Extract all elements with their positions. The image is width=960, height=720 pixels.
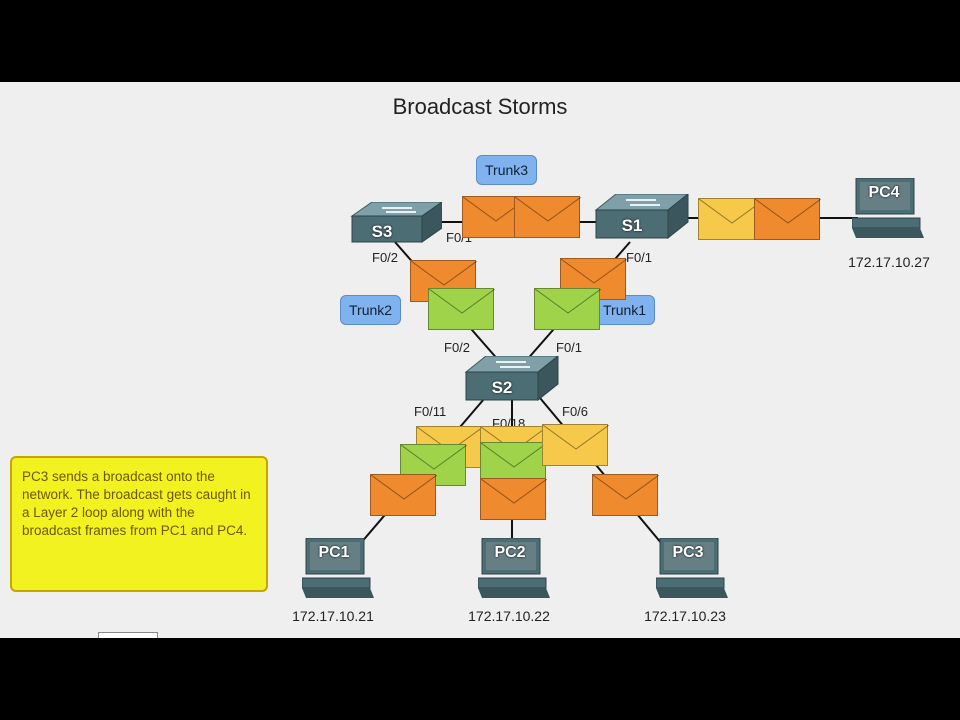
switch-label: S1 — [621, 216, 643, 235]
envelope-icon — [428, 288, 495, 330]
port-label: F0/1 — [556, 340, 583, 355]
envelope-icon — [754, 198, 821, 240]
computer-icon — [655, 537, 728, 598]
envelope-icon — [592, 474, 659, 516]
switch-label: S2 — [491, 378, 513, 397]
switch-icon — [464, 354, 560, 402]
switch-s2: S2 — [462, 354, 562, 402]
switch-icon — [350, 201, 444, 243]
link-s2-pc3 — [534, 391, 663, 545]
pc1: PC1 — [301, 537, 374, 600]
port-label: F0/2 — [444, 340, 471, 355]
pc-label: PC2 — [494, 544, 526, 561]
port-label: F0/2 — [372, 250, 399, 265]
pc4-ip: 172.17.10.27 — [848, 254, 930, 270]
diagram-title: Broadcast Storms — [392, 94, 568, 119]
envelope-icon — [370, 474, 437, 516]
port-label: F0/6 — [562, 404, 589, 419]
switch-s1: S1 — [592, 192, 692, 240]
port-label: F0/1 — [626, 250, 653, 265]
pc-label: PC3 — [672, 544, 704, 561]
envelope-icon — [534, 288, 601, 330]
envelope-icon — [542, 424, 609, 466]
envelope-icon — [514, 196, 581, 238]
partial-box — [98, 632, 158, 638]
pc4: PC4 — [851, 177, 924, 240]
pc-label: PC1 — [318, 544, 350, 561]
pc1-ip: 172.17.10.21 — [292, 608, 374, 624]
computer-icon — [301, 537, 374, 598]
pc2-ip: 172.17.10.22 — [468, 608, 550, 624]
port-label: F0/11 — [414, 404, 447, 419]
pc2: PC2 — [477, 537, 550, 600]
envelope-icon — [480, 478, 547, 520]
diagram-canvas: Broadcast Storms S3 S1 — [0, 82, 960, 638]
switch-label: S3 — [371, 222, 393, 241]
computer-icon — [477, 537, 550, 598]
pc-label: PC4 — [868, 184, 900, 201]
trunk3-label: Trunk3 — [476, 155, 538, 185]
pc3-ip: 172.17.10.23 — [644, 608, 726, 624]
pc3: PC3 — [655, 537, 728, 600]
trunk2-label: Trunk2 — [340, 295, 402, 325]
switch-icon — [594, 192, 690, 240]
switch-s3: S3 — [342, 201, 444, 244]
explanation-note: PC3 sends a broadcast onto the network. … — [10, 456, 268, 592]
computer-icon — [851, 177, 924, 238]
